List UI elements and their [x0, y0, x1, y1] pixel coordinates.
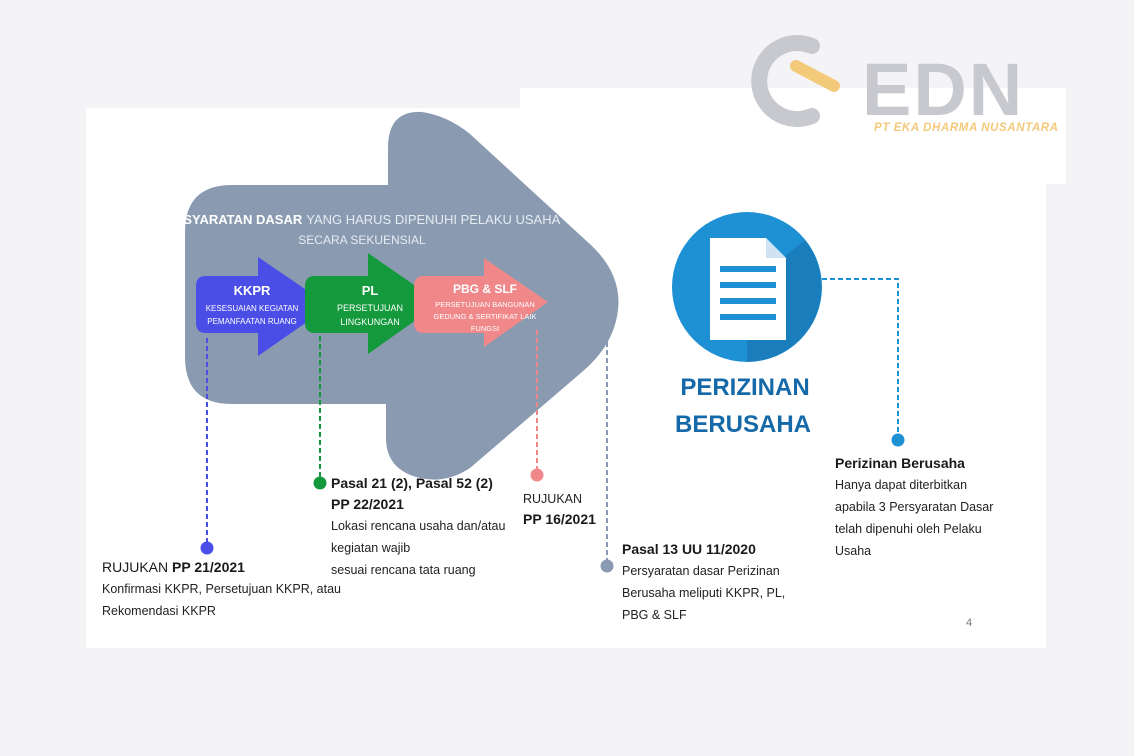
pl-subtitle-line1: PERSETUJUAN — [337, 303, 403, 313]
kkpr-title: KKPR — [234, 283, 271, 298]
kkpr-connector-dot — [200, 541, 214, 555]
uu-annotation-head: Pasal 13 UU 11/2020 — [622, 541, 756, 557]
uu-annotation-line2: Berusaha meliputi KKPR, PL, — [622, 586, 786, 600]
pl-annotation-head2: PP 22/2021 — [331, 496, 404, 512]
perizinan-annotation: Perizinan Berusaha Hanya dapat diterbitk… — [835, 453, 993, 562]
perizinan-annotation-line1: Hanya dapat diterbitkan — [835, 478, 968, 492]
perizinan-title-line1: PERIZINAN — [680, 374, 809, 401]
kkpr-annotation: RUJUKAN PP 21/2021 Konfirmasi KKPR, Pers… — [102, 557, 341, 622]
kkpr-annotation-line2: Rekomendasi KKPR — [102, 604, 216, 618]
perizinan-connector — [822, 278, 899, 438]
pbg-annotation-label: RUJUKAN — [523, 492, 583, 506]
pl-annotation-head1: Pasal 21 (2), Pasal 52 (2) — [331, 475, 493, 491]
uu-connector-dot — [600, 559, 614, 573]
pl-title: PL — [362, 283, 379, 298]
perizinan-title-line2: BERUSAHA — [675, 411, 811, 438]
perizinan-annotation-line4: Usaha — [835, 544, 872, 558]
perizinan-connector-dot — [891, 433, 905, 447]
logo-background — [520, 88, 1066, 184]
pl-annotation: Pasal 21 (2), Pasal 52 (2) PP 22/2021 Lo… — [331, 473, 505, 581]
pbg-slf-subtitle-line2: GEDUNG & SERTIFIKAT LAIK — [434, 312, 537, 321]
kkpr-subtitle-line1: KESESUAIAN KEGIATAN — [206, 304, 299, 313]
perizinan-annotation-line3: telah dipenuhi oleh Pelaku — [835, 522, 982, 536]
pl-arrow — [305, 253, 440, 354]
logo-text: EDN — [862, 48, 1024, 131]
perizinan-annotation-line2: apabila 3 Persyaratan Dasar — [835, 500, 994, 514]
pl-connector-dot — [313, 476, 327, 490]
pl-annotation-line2: kegiatan wajib — [331, 541, 411, 555]
pl-annotation-line1: Lokasi rencana usaha dan/atau — [331, 519, 506, 533]
logo-tagline: PT EKA DHARMA NUSANTARA — [874, 122, 1059, 134]
uu-annotation-line3: PBG & SLF — [622, 608, 687, 622]
kkpr-arrow — [196, 257, 330, 356]
uu-annotation-line1: Persyaratan dasar Perizinan — [622, 564, 780, 578]
pbg-connector-dot — [530, 468, 544, 482]
uu-annotation: Pasal 13 UU 11/2020 Persyaratan dasar Pe… — [622, 539, 785, 626]
kkpr-subtitle-line2: PEMANFAATAN RUANG — [207, 317, 297, 326]
kkpr-annotation-head: RUJUKAN PP 21/2021 — [102, 559, 245, 575]
document-icon — [710, 238, 786, 340]
pbg-annotation-head: PP 16/2021 — [523, 511, 596, 527]
pbg-slf-title: PBG & SLF — [453, 282, 517, 296]
pbg-slf-arrow — [414, 258, 548, 347]
kkpr-annotation-line1: Konfirmasi KKPR, Persetujuan KKPR, atau — [102, 582, 342, 596]
page-number: 4 — [966, 617, 973, 629]
edn-logo: EDN PT EKA DHARMA NUSANTARA — [751, 35, 1059, 134]
perizinan-annotation-head: Perizinan Berusaha — [835, 455, 965, 471]
pl-annotation-line3: sesuai rencana tata ruang — [331, 563, 476, 577]
pbg-slf-subtitle-line3: FUNGSI — [471, 324, 499, 333]
logo-mark-gold — [790, 60, 840, 92]
big-arrow-title-line2: SECARA SEKUENSIAL — [298, 233, 426, 247]
pbg-slf-subtitle-line1: PERSETUJUAN BANGUNAN — [435, 300, 535, 309]
pl-subtitle-line2: LINGKUNGAN — [340, 317, 400, 327]
logo-mark-grey — [751, 35, 820, 127]
pbg-annotation: RUJUKAN PP 16/2021 — [523, 489, 596, 530]
